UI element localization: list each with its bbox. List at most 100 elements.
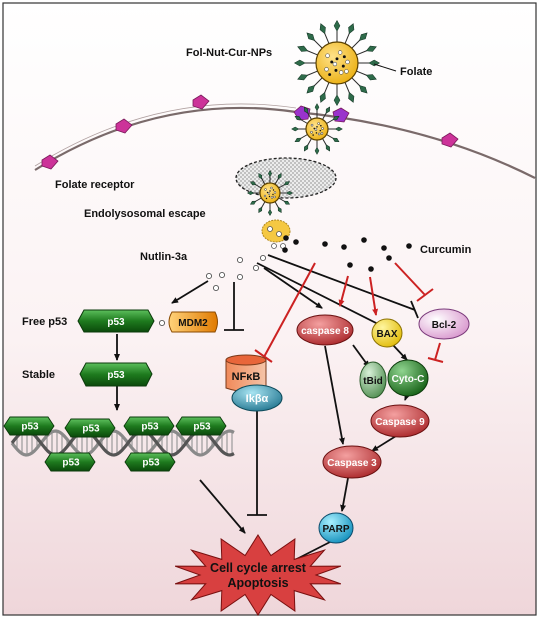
nanoparticle-endosome bbox=[246, 169, 294, 217]
outcome-line2: Apoptosis bbox=[227, 576, 288, 590]
folate-ligand-icon bbox=[294, 137, 302, 142]
folate-ligand-icon bbox=[283, 200, 291, 205]
folate-ligand-icon bbox=[283, 181, 291, 186]
folate-ligand-icon bbox=[304, 144, 309, 152]
nanoparticle-label: Fol-Nut-Cur-NPs bbox=[186, 47, 272, 59]
folate-ligand-icon bbox=[359, 32, 368, 41]
folate-ligand-icon bbox=[325, 144, 330, 152]
dna-p53-label: p53 bbox=[62, 458, 80, 469]
dna-p53-label: p53 bbox=[142, 458, 160, 469]
nfkb-label: NFκB bbox=[232, 371, 261, 383]
folate-ligand-icon bbox=[304, 106, 309, 114]
free-p53-node: p53 bbox=[77, 309, 155, 333]
folate-ligand-icon bbox=[319, 91, 326, 103]
receptor-icon bbox=[441, 132, 459, 148]
folate-ligand-icon bbox=[306, 32, 315, 41]
folate-ligand-icon bbox=[306, 85, 315, 94]
folate-ligand-icon bbox=[365, 74, 377, 81]
bax-node: BAX bbox=[371, 318, 403, 348]
folate-ligand-icon bbox=[365, 45, 377, 52]
mdm2-label: MDM2 bbox=[178, 318, 208, 329]
stable-p53-node: p53 bbox=[79, 362, 153, 387]
folate-ligand-icon bbox=[333, 94, 341, 107]
folate-ligand-icon bbox=[294, 116, 302, 121]
dna-p53-label: p53 bbox=[82, 424, 100, 435]
ikba-node: Ikβα bbox=[231, 384, 283, 412]
folate-ligand-icon bbox=[246, 190, 255, 196]
curcumin-inhibition-lines bbox=[254, 262, 444, 363]
folate-ligand-icon bbox=[359, 85, 368, 94]
folate-ligand-icon bbox=[332, 116, 340, 121]
nutlin-molecules bbox=[158, 254, 267, 327]
nanoparticle-membrane bbox=[291, 103, 343, 155]
folate-ligand-icon bbox=[249, 200, 257, 205]
folate-label: Folate bbox=[400, 66, 432, 78]
inhibition-lines bbox=[224, 254, 419, 516]
released-payload bbox=[261, 219, 291, 243]
mdm2-node: MDM2 bbox=[168, 311, 218, 333]
curcumin-activation-arrows bbox=[338, 275, 379, 316]
receptor-icon bbox=[192, 94, 210, 110]
folate-receptor-label: Folate receptor bbox=[55, 179, 135, 191]
folate-ligand-icon bbox=[267, 208, 273, 217]
dna-p53-label: p53 bbox=[193, 422, 211, 433]
folate-ligand-icon bbox=[314, 146, 320, 155]
folate-ligand-icon bbox=[332, 137, 340, 142]
free-p53-label: p53 bbox=[107, 317, 125, 328]
endolysosomal-escape-label: Endolysosomal escape bbox=[84, 208, 206, 220]
stable-text: Stable bbox=[22, 369, 55, 381]
folate-ligand-icon bbox=[267, 169, 273, 178]
payload-dots bbox=[267, 226, 286, 249]
bax-label: BAX bbox=[376, 329, 397, 340]
nutlin-label: Nutlin-3a bbox=[140, 251, 188, 263]
folate-ligand-icon bbox=[348, 23, 355, 35]
folate-ligand-icon bbox=[277, 206, 282, 214]
caspase3-label: Caspase 3 bbox=[327, 458, 377, 469]
folate-ligand-icon bbox=[297, 45, 309, 52]
dna-p53-label: p53 bbox=[21, 422, 39, 433]
parp-label: PARP bbox=[322, 524, 349, 535]
ikba-label: Ikβα bbox=[246, 393, 269, 405]
outcome-line1: Cell cycle arrest bbox=[210, 561, 307, 575]
caspase8-node: caspase 8 bbox=[296, 314, 354, 346]
cytoc-node: Cyto-C bbox=[387, 359, 429, 397]
outcome-star: Cell cycle arrest Apoptosis bbox=[174, 534, 342, 616]
bcl2-label: Bcl-2 bbox=[432, 320, 457, 331]
activation-arrows bbox=[114, 262, 411, 566]
tbid-label: tBid bbox=[363, 376, 382, 387]
folate-ligand-icon bbox=[314, 103, 320, 112]
stable-p53-label: p53 bbox=[107, 370, 125, 381]
caspase8-label: caspase 8 bbox=[301, 326, 349, 337]
folate-ligand-icon bbox=[258, 172, 263, 180]
folate-ligand-icon bbox=[297, 74, 309, 81]
folate-ligand-icon bbox=[285, 190, 294, 196]
nfkb-node: NFκB bbox=[225, 354, 267, 392]
folate-ligand-icon bbox=[249, 181, 257, 186]
caspase9-label: Caspase 9 bbox=[375, 417, 425, 428]
free-p53-text: Free p53 bbox=[22, 316, 67, 328]
folate-pointer bbox=[373, 63, 397, 72]
folate-ligand-icon bbox=[277, 172, 282, 180]
p53-dna-bound: p53 p53 p53 p53 p53 p53 bbox=[3, 416, 227, 472]
folate-ligand-icon bbox=[293, 59, 306, 67]
receptor-icon bbox=[41, 154, 59, 170]
caspase3-node: Caspase 3 bbox=[322, 445, 382, 479]
folate-ligand-icon bbox=[333, 19, 341, 32]
parp-node: PARP bbox=[318, 512, 354, 544]
receptor-icon bbox=[115, 118, 133, 134]
curcumin-molecules bbox=[282, 235, 412, 272]
folate-ligand-icon bbox=[291, 126, 300, 132]
caspase9-node: Caspase 9 bbox=[370, 404, 430, 438]
curcumin-label: Curcumin bbox=[420, 244, 472, 256]
cytoc-label: Cyto-C bbox=[392, 374, 425, 385]
bcl2-node: Bcl-2 bbox=[418, 308, 470, 340]
folate-ligand-icon bbox=[334, 126, 343, 132]
tbid-node: tBid bbox=[359, 361, 387, 399]
nanoparticle-outer bbox=[293, 19, 381, 107]
folate-ligand-icon bbox=[258, 206, 263, 214]
folate-ligand-icon bbox=[319, 23, 326, 35]
dna-p53-label: p53 bbox=[141, 422, 159, 433]
